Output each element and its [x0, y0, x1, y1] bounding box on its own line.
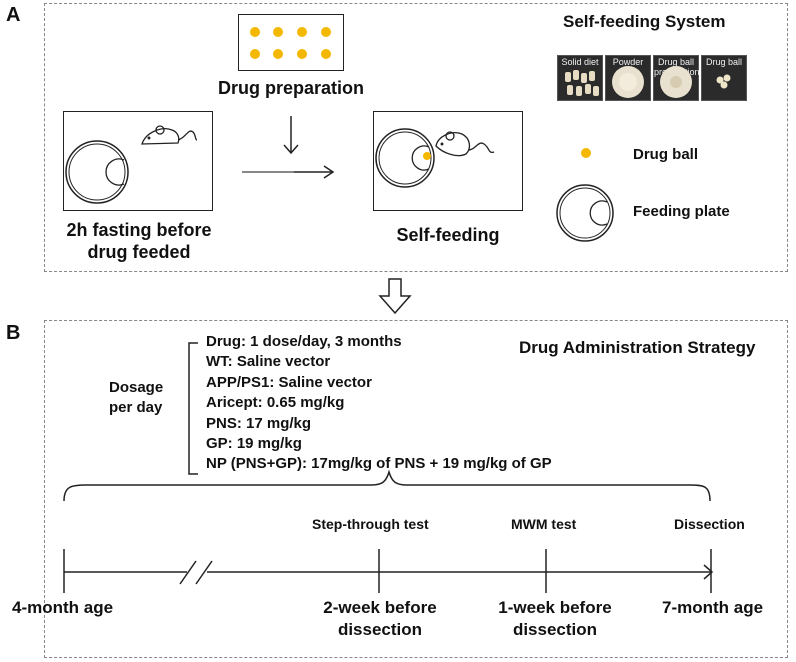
fasting-label-line2: drug feeded — [87, 242, 191, 262]
photo-caption: Drug ball — [705, 57, 743, 67]
mouse-icon — [141, 125, 198, 145]
photo-caption: Solid diet — [561, 57, 599, 67]
drug-tray-dots — [250, 27, 331, 59]
self-feeding-system-title: Self-feeding System — [563, 12, 726, 31]
timeline-brace — [63, 469, 711, 502]
feeding-plate-with-drug-icon — [375, 128, 435, 188]
panel-b-letter: B — [6, 322, 21, 344]
dosage-line: Aricept: 0.65 mg/kg — [206, 394, 345, 412]
two-week-line1: 2-week before — [323, 598, 437, 617]
one-week-line2: dissection — [512, 620, 598, 639]
dosage-line: WT: Saline vector — [206, 353, 331, 371]
step-through-test-label: Step-through test — [312, 516, 429, 532]
dosage-label-line2: per day — [109, 399, 163, 417]
photo-drug-ball: Drug ball — [701, 55, 747, 101]
dosage-line: NP (PNS+GP): 17mg/kg of PNS + 19 mg/kg o… — [206, 455, 552, 473]
start-age-label: 4-month age — [12, 598, 114, 617]
hollow-down-arrow-icon — [378, 278, 412, 315]
down-arrow-icon — [283, 116, 299, 155]
two-week-before-label: 2-week before dissection — [300, 597, 460, 641]
drug-tray — [238, 14, 344, 71]
timeline-axis — [63, 549, 714, 593]
dosage-line: PNS: 17 mg/kg — [206, 414, 312, 432]
fasting-label: 2h fasting before drug feeded — [48, 219, 230, 263]
mouse-feeding-icon — [435, 131, 495, 157]
mwm-test-label: MWM test — [511, 516, 577, 532]
panel-b-border — [44, 320, 788, 658]
legend-feeding-plate-icon — [556, 184, 614, 242]
one-week-before-label: 1-week before dissection — [475, 597, 635, 641]
dosage-line: GP: 19 mg/kg — [206, 435, 302, 453]
dosage-list: Drug: 1 dose/day, 3 months WT: Saline ve… — [206, 332, 552, 475]
drug-ball-in-plate — [423, 152, 431, 160]
one-week-line1: 1-week before — [498, 598, 612, 617]
end-age-label: 7-month age — [662, 598, 764, 617]
dissection-top-label: Dissection — [674, 516, 745, 532]
legend-drug-ball-icon — [581, 148, 591, 158]
dosage-per-day-label: Dosage per day — [109, 378, 163, 419]
two-week-line2: dissection — [337, 620, 423, 639]
self-feeding-cage — [373, 111, 523, 211]
panel-a-letter: A — [6, 4, 21, 26]
fasting-cage — [63, 111, 213, 211]
legend-feeding-plate-label: Feeding plate — [633, 203, 730, 220]
self-feeding-label: Self-feeding — [396, 225, 500, 245]
right-arrow-icon — [242, 165, 335, 179]
feeding-plate-icon — [65, 140, 129, 204]
photo-contents — [565, 66, 731, 98]
legend-drug-ball-label: Drug ball — [633, 146, 699, 163]
panel-a-border — [44, 3, 788, 272]
drug-preparation-label: Drug preparation — [217, 78, 364, 98]
dosage-line: Drug: 1 dose/day, 3 months — [206, 333, 402, 350]
dosage-label-line1: Dosage — [109, 379, 164, 396]
dosage-bracket — [188, 342, 198, 475]
fasting-label-line1: 2h fasting before — [66, 220, 212, 240]
dosage-line: APP/PS1: Saline vector — [206, 373, 372, 391]
strategy-title: Drug Administration Strategy — [519, 338, 756, 357]
